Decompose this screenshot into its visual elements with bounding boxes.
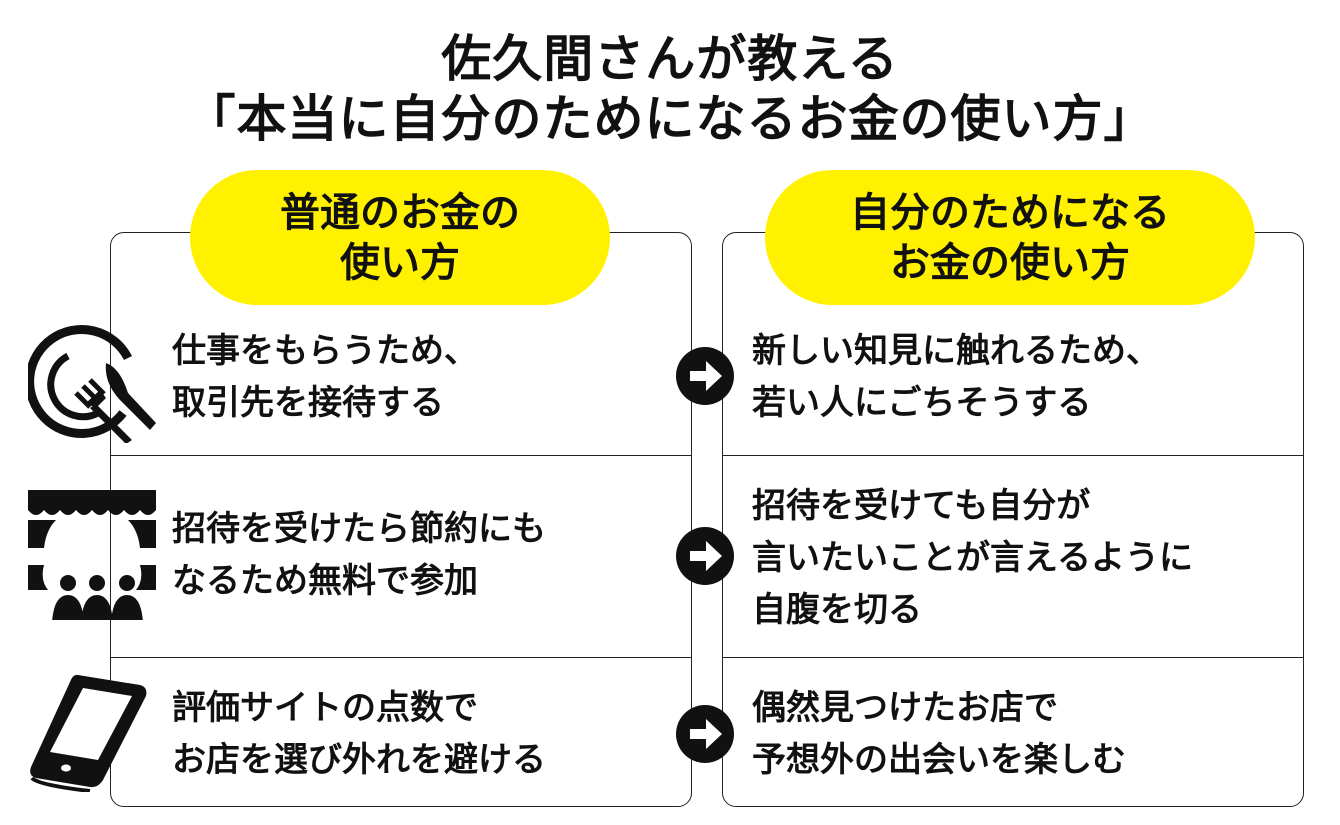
arrow-right-icon xyxy=(676,705,734,763)
theater-audience-icon xyxy=(28,490,156,620)
row-3-right: 偶然見つけたお店で 予想外の出会いを楽しむ xyxy=(752,682,1126,786)
text-line: なるため無料で参加 xyxy=(172,561,478,601)
heading-line: お金の使い方 xyxy=(890,239,1130,286)
title-line-2: 「本当に自分のためになるお金の使い方」 xyxy=(185,90,1155,148)
smartphone-icon xyxy=(30,674,147,792)
text-line: 偶然見つけたお店で xyxy=(752,688,1058,728)
text-line: 仕事をもらうため、 xyxy=(172,331,478,371)
row-2-right: 招待を受けても自分が 言いたいことが言えるように 自腹を切る xyxy=(752,480,1193,636)
row-1-left: 仕事をもらうため、 取引先を接待する xyxy=(172,325,478,429)
text-line: 評価サイトの点数で xyxy=(172,688,478,728)
left-column-box xyxy=(110,232,692,807)
text-line: 言いたいことが言えるように xyxy=(752,538,1193,578)
title-line-1: 佐久間さんが教える xyxy=(441,30,899,88)
text-line: 招待を受けても自分が xyxy=(752,486,1091,526)
heading-line: 使い方 xyxy=(340,239,460,286)
left-column-heading: 普通のお金の 使い方 xyxy=(190,170,610,305)
arrow-right-icon xyxy=(676,347,734,405)
dinner-plate-icon xyxy=(28,325,156,443)
row-3-left: 評価サイトの点数で お店を選び外れを避ける xyxy=(172,682,546,786)
row-2-left: 招待を受けたら節約にも なるため無料で参加 xyxy=(172,503,546,607)
heading-line: 普通のお金の xyxy=(280,189,520,236)
text-line: お店を選び外れを避ける xyxy=(172,740,546,780)
row-divider xyxy=(723,657,1303,658)
right-column-box xyxy=(722,232,1304,807)
row-divider xyxy=(111,455,691,456)
text-line: 招待を受けたら節約にも xyxy=(172,509,546,549)
right-column-heading: 自分のためになる お金の使い方 xyxy=(765,170,1255,305)
text-line: 予想外の出会いを楽しむ xyxy=(752,740,1126,780)
row-divider xyxy=(111,657,691,658)
text-line: 新しい知見に触れるため、 xyxy=(752,331,1160,371)
text-line: 自腹を切る xyxy=(752,590,922,630)
text-line: 取引先を接待する xyxy=(172,383,444,423)
heading-line: 自分のためになる xyxy=(850,189,1170,236)
row-divider xyxy=(723,455,1303,456)
arrow-right-icon xyxy=(676,527,734,585)
text-line: 若い人にごちそうする xyxy=(752,383,1092,423)
row-1-right: 新しい知見に触れるため、 若い人にごちそうする xyxy=(752,325,1160,429)
